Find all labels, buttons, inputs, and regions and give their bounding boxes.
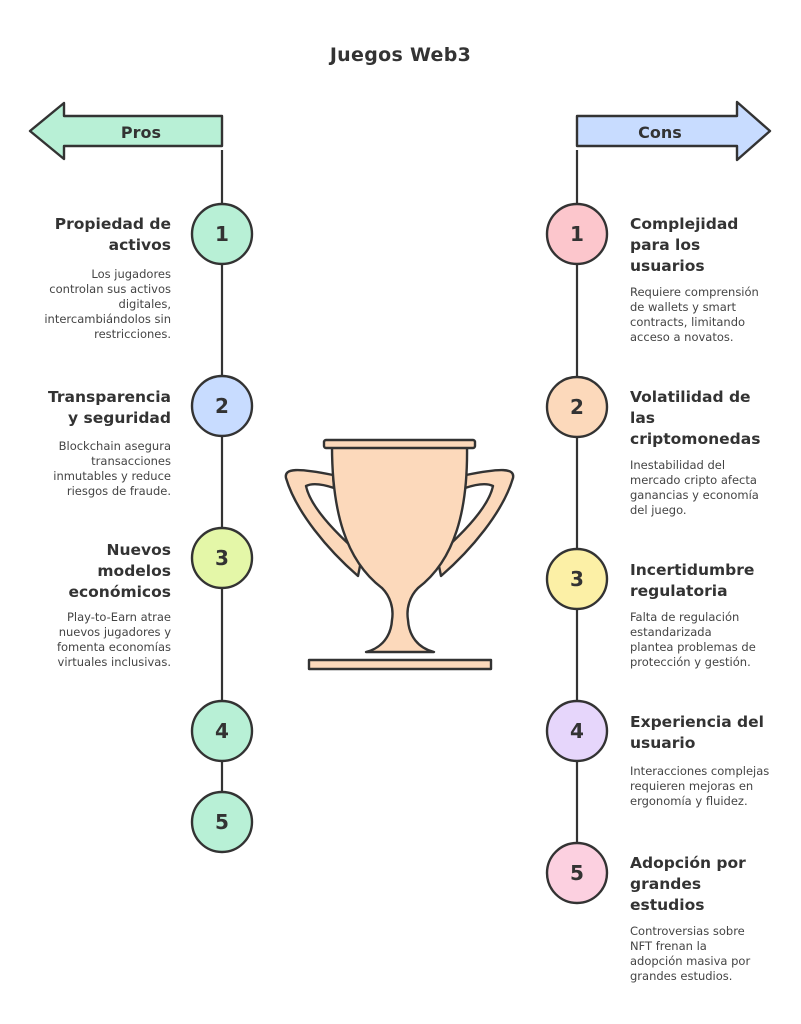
cons-node-number: 4 bbox=[570, 719, 584, 743]
cons-node-3 bbox=[545, 547, 609, 611]
cons-arrow bbox=[575, 100, 772, 162]
pros-node-number: 1 bbox=[215, 222, 229, 246]
cons-node-number: 5 bbox=[570, 861, 584, 885]
pros-arrow bbox=[28, 101, 224, 161]
pros-node-number: 4 bbox=[215, 719, 229, 743]
cons-nodes bbox=[545, 202, 609, 905]
cons-node-1 bbox=[545, 202, 609, 266]
trophy-icon bbox=[284, 438, 515, 671]
pros-node-number: 3 bbox=[215, 546, 229, 570]
pros-node-5 bbox=[190, 790, 254, 854]
cons-node-number: 3 bbox=[570, 567, 584, 591]
diagram-title: Juegos Web3 bbox=[329, 44, 472, 66]
cons-node-number: 2 bbox=[570, 395, 584, 419]
pros-node-number: 5 bbox=[215, 810, 229, 834]
pros-node-3 bbox=[190, 526, 254, 590]
pros-node-number: 2 bbox=[215, 394, 229, 418]
pros-nodes bbox=[190, 202, 254, 854]
pros-label: Pros bbox=[120, 123, 162, 142]
cons-node-number: 1 bbox=[570, 222, 584, 246]
pros-node-4 bbox=[190, 699, 254, 763]
cons-node-2 bbox=[545, 375, 609, 439]
cons-node-4 bbox=[545, 699, 609, 763]
pros-node-2 bbox=[190, 374, 254, 438]
pros-node-1 bbox=[190, 202, 254, 266]
cons-label: Cons bbox=[638, 123, 682, 142]
cons-node-5 bbox=[545, 841, 609, 905]
